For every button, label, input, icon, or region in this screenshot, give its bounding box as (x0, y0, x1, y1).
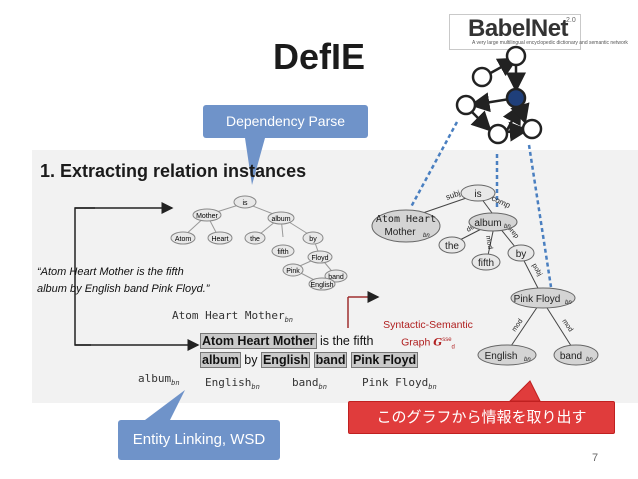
sse-node: fifth (478, 258, 494, 269)
network-node (455, 94, 477, 116)
babelnet-logo: BabelNet 2.0 A very large multilingual e… (449, 14, 628, 50)
quote-line: album by English band Pink Floyd.” (37, 283, 210, 295)
sse-node: band (560, 351, 582, 362)
bn-subscript: bn (504, 224, 511, 230)
edge-label: mod (484, 235, 493, 250)
logo-version: 2.0 (566, 17, 576, 24)
dep-node: Mother (196, 213, 218, 220)
entity-linking-callout: Entity Linking, WSD (118, 420, 280, 460)
entity-span: Pink Floyd (350, 352, 419, 368)
dep-node: fifth (277, 249, 288, 256)
dependency-parse-callout: Dependency Parse (203, 105, 368, 138)
bn-subscript: bn (586, 357, 593, 363)
entity-pointer (145, 390, 185, 420)
dep-node: by (309, 236, 317, 243)
dep-node: album (271, 216, 290, 223)
dep-node: is (242, 200, 248, 207)
dep-node: Pink (286, 268, 300, 275)
dep-node: band (328, 274, 344, 281)
entity-span: Atom Heart Mother (200, 333, 317, 349)
sse-node: is (474, 189, 481, 200)
network-node (505, 45, 527, 67)
network-graph (455, 45, 543, 145)
bn-subscript: bn (524, 357, 531, 363)
sse-node: Atom Heart (376, 214, 436, 225)
annotation-album: albumbn (138, 372, 180, 388)
edge-label: mod (560, 318, 574, 333)
sse-node: by (516, 249, 527, 260)
sse-node: album (474, 218, 501, 229)
redbox-pointer (508, 380, 541, 402)
network-node-highlighted (505, 87, 527, 109)
dep-node: English (311, 282, 334, 289)
page-number: 7 (592, 452, 599, 464)
dep-node: Floyd (311, 255, 328, 262)
logo-subtitle: A very large multilingual encyclopedic d… (472, 40, 628, 46)
japanese-callout: このグラフから情報を取り出す (348, 401, 615, 434)
bracket-arrows (74, 202, 200, 351)
edge-label: det (466, 223, 478, 234)
dependency-tree: is Mother album Atom Heart the by fifth … (170, 195, 348, 291)
graph-label: Syntactic-Semantic Graph Gssed (383, 319, 473, 351)
annotation-atom-heart-mother: Atom Heart Motherbn (172, 309, 294, 325)
slide-title: DefIE (272, 36, 366, 77)
example-sentence: “Atom Heart Mother is the fifth album by… (37, 264, 209, 298)
linked-sentence: Atom Heart Mother is the fifth album by … (200, 333, 419, 368)
sse-node: Pink Floyd (514, 294, 561, 305)
sse-node: the (445, 241, 459, 252)
logo-text: BabelNet (468, 15, 569, 42)
dependency-pointer (245, 138, 265, 185)
bn-subscript: bn (565, 300, 572, 306)
edge-label: pobj (530, 263, 543, 278)
annotation-band: bandbn (292, 376, 327, 392)
network-node (487, 123, 509, 145)
sse-node: Mother (384, 227, 416, 238)
sse-node: English (485, 351, 518, 362)
entity-span: English (260, 352, 311, 368)
entity-span: album (200, 352, 241, 368)
network-node (471, 66, 493, 88)
network-node (521, 118, 543, 140)
dep-node: Heart (211, 236, 228, 243)
annotation-pink-floyd: Pink Floydbn (362, 376, 437, 392)
bn-subscript: bn (423, 233, 430, 239)
edge-label: subj (445, 188, 462, 202)
edge-label: mod (511, 318, 525, 333)
quote-line: “Atom Heart Mother is the fifth (37, 266, 184, 278)
annotation-english: Englishbn (205, 376, 260, 392)
section-heading: 1. Extracting relation instances (40, 161, 307, 181)
dep-node: Atom (175, 236, 192, 243)
dashed-connectors (409, 121, 553, 288)
entity-span: band (313, 352, 348, 368)
dep-node: the (250, 236, 260, 243)
